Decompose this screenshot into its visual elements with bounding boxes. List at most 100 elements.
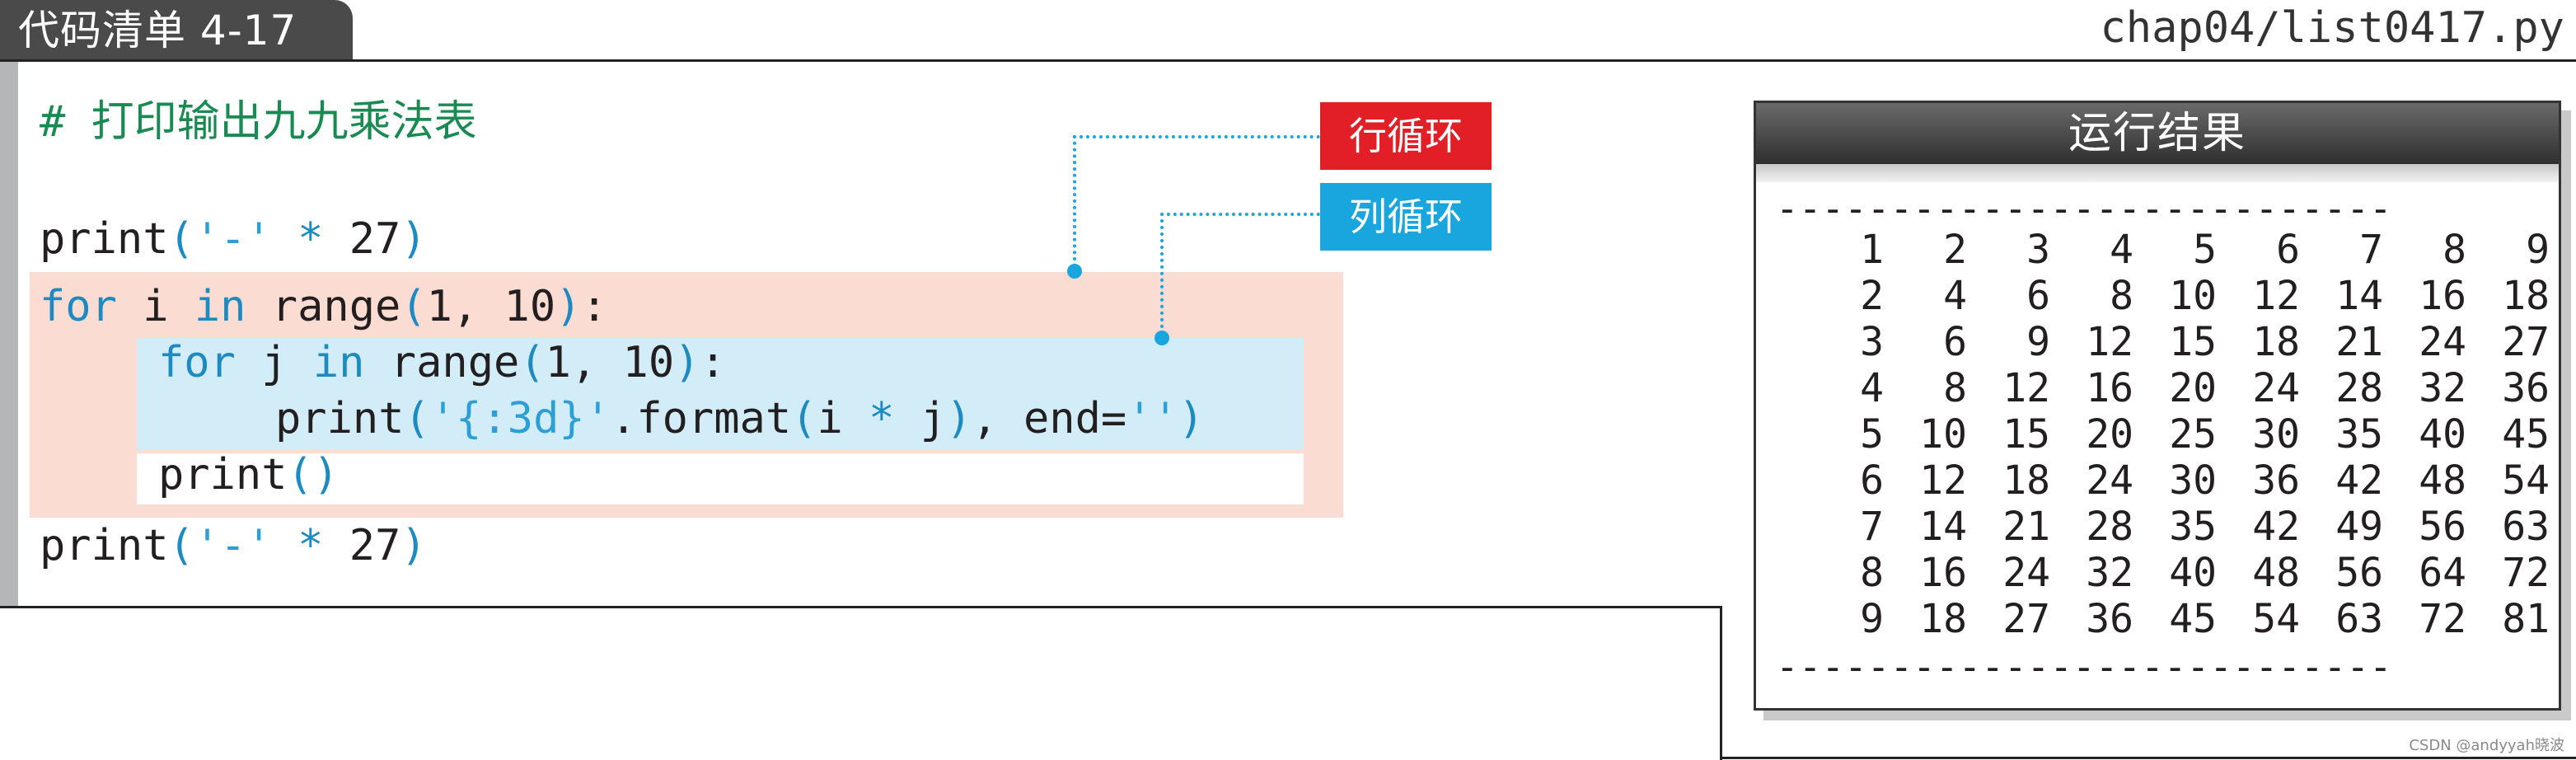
code-line-outer-for: for i in range(1, 10): [40,279,607,335]
result-separator-top: --------------------------- [1776,186,2392,231]
code-comment: # 打印输出九九乘法表 [40,97,477,147]
table-cell: 4 [2110,227,2133,273]
method-format: .format [611,394,792,443]
table-cell: 45 [2502,411,2550,457]
table-cell: 15 [2002,411,2050,457]
table-cell: 5 [2193,227,2217,273]
table-cell: 45 [2169,596,2217,642]
paren-open: ( [404,394,430,443]
paren-open: ( [400,282,427,331]
table-cell: 18 [2502,273,2550,319]
paren-open: ( [791,394,817,443]
expr-j: j [920,394,947,443]
colon: : [700,338,726,387]
file-name: chap04/list0417.py [2100,3,2564,53]
paren-open: ( [519,338,546,387]
frame-lower-line [1720,757,2576,759]
table-cell: 63 [2335,596,2383,642]
format-string: '{:3d}' [429,394,611,443]
string-dash: '-' [194,521,272,570]
var-i: i [116,282,194,331]
keyword-in: in [194,282,246,331]
code-line-inner-for: for j in range(1, 10): [158,335,726,391]
table-cell: 18 [2252,319,2300,365]
table-cell: 2 [1860,273,1884,319]
table-cell: 42 [2252,504,2300,550]
code-line-print-newline: print() [158,447,339,503]
table-cell: 20 [2169,365,2217,411]
frame-step-line [1720,606,1722,760]
table-cell: 49 [2335,504,2383,550]
paren-close: ) [674,338,700,387]
operator-multiply: * [271,214,349,264]
paren-open: ( [168,214,194,264]
paren-open: ( [168,521,194,570]
table-cell: 48 [2419,457,2466,504]
table-cell: 35 [2335,411,2383,457]
table-cell: 15 [2169,319,2217,365]
table-cell: 28 [2335,365,2383,411]
table-cell: 12 [2086,319,2133,365]
table-cell: 10 [2169,273,2217,319]
var-j: j [235,338,313,387]
paren-close: ) [555,282,582,331]
fn-print: print [40,214,169,264]
table-cell: 8 [1943,365,1967,411]
table-cell: 21 [2335,319,2383,365]
call-range: range [364,338,520,387]
table-cell: 10 [1919,411,1967,457]
table-cell: 6 [1860,457,1884,504]
newline-print-highlight [137,453,1304,504]
table-cell: 36 [2252,457,2300,504]
table-cell: 16 [2086,365,2133,411]
number-27: 27 [349,214,401,264]
table-cell: 36 [2502,365,2550,411]
operator-multiply: * [271,521,349,570]
table-cell: 24 [2086,457,2133,504]
table-cell: 35 [2169,504,2217,550]
frame-top-line [0,59,2576,62]
table-cell: 8 [1860,550,1884,596]
table-cell: 1 [1860,227,1884,273]
table-cell: 8 [2110,273,2133,319]
table-cell: 14 [1919,504,1967,550]
run-result-title: 运行结果 [1756,103,2559,164]
table-cell: 3 [2026,227,2050,273]
paren-close: ) [946,394,972,443]
colon: : [581,282,607,331]
fn-print: print [158,450,288,500]
table-cell: 14 [2335,273,2383,319]
table-cell: 63 [2502,504,2550,550]
table-cell: 48 [2252,550,2300,596]
keyword-for: for [40,282,117,331]
table-cell: 12 [2252,273,2300,319]
code-line-inner-print: print('{:3d}'.format(i * j), end='') [275,391,1204,447]
table-cell: 6 [2276,227,2300,273]
table-cell: 81 [2502,596,2550,642]
table-cell: 7 [1860,504,1884,550]
expr-i: i [817,394,843,443]
row-loop-leader-horizontal [1073,135,1320,138]
paren-close: ) [400,521,427,570]
column-loop-callout: 列循环 [1320,183,1492,251]
table-cell: 64 [2419,550,2466,596]
table-cell: 2 [1943,227,1967,273]
watermark: CSDN @andyyah晓波 [2409,737,2564,754]
table-cell: 40 [2419,411,2466,457]
column-loop-leader-horizontal [1160,213,1320,216]
table-cell: 42 [2335,457,2383,504]
keyword-for: for [158,338,236,387]
frame-bottom-line [0,606,1722,608]
table-cell: 9 [2526,227,2550,273]
range-args: 1, 10 [545,338,675,387]
code-line-print-dashes: print('-' * 27) [40,211,427,267]
table-cell: 32 [2419,365,2466,411]
table-cell: 54 [2252,596,2300,642]
